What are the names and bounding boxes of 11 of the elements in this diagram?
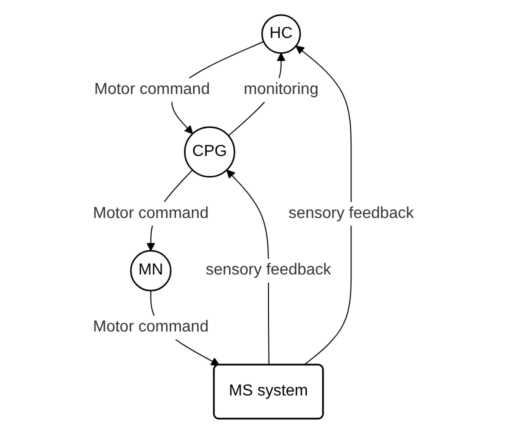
arrow (226, 169, 270, 366)
node-circle: MN (130, 250, 172, 292)
edge-label: Motor command (92, 318, 208, 336)
node-circle: HC (260, 14, 300, 54)
edge-label: Motor command (94, 80, 210, 98)
edge-label: Motor command (92, 204, 208, 222)
edge-label: sensory feedback (288, 204, 414, 222)
edge-label: monitoring (243, 80, 318, 98)
arrow (295, 45, 352, 366)
node-circle: CPG (184, 126, 235, 178)
edge-label: sensory feedback (205, 261, 331, 278)
